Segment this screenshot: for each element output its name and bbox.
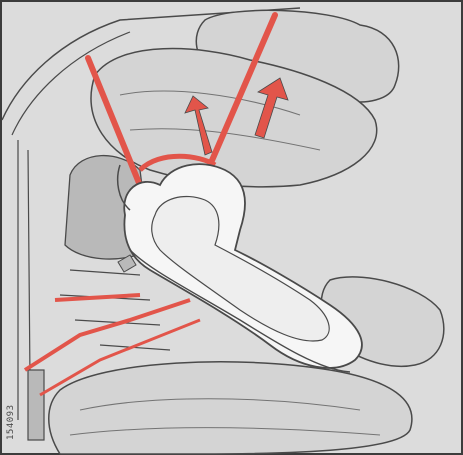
seat-cushion-front [49, 362, 412, 454]
floor-bracket [28, 370, 44, 440]
illustration-code: 154093 [6, 404, 16, 440]
